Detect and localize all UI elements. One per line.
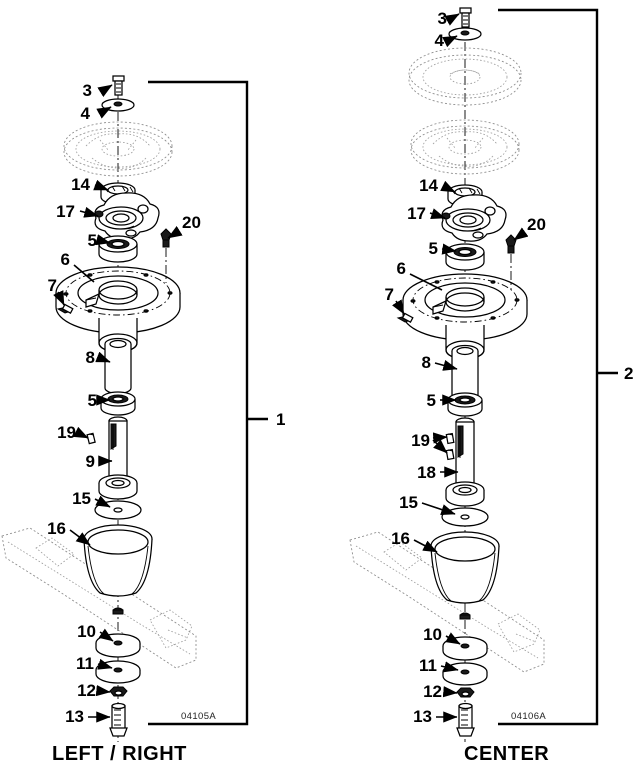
- callout-r7: 7: [385, 285, 394, 304]
- callout-15: 15: [72, 489, 91, 508]
- assembly-bracket-2: [498, 8, 618, 726]
- callout-11: 11: [76, 654, 94, 673]
- part-washer-left: [94, 500, 142, 520]
- part-lock-nut-center: [456, 687, 475, 698]
- part-ball-bearing-lower-center: [447, 392, 483, 417]
- part-set-screw-center: [396, 312, 414, 323]
- part-washer-center: [441, 507, 489, 527]
- assembly-bracket-1: [148, 80, 268, 726]
- callout-14: 14: [71, 175, 90, 194]
- callout-r11: 11: [419, 656, 437, 675]
- panel-title-left: LEFT / RIGHT: [52, 743, 187, 765]
- part-blade-cup-adapter-left: [83, 524, 153, 597]
- callout-5: 5: [88, 231, 97, 250]
- part-blade-bolt-center: [456, 702, 475, 737]
- part-spindle-shaft-left: [98, 416, 138, 500]
- callout-r12: 12: [423, 682, 442, 701]
- callout-6: 6: [61, 250, 70, 269]
- part-roll-pins-center: [445, 432, 455, 461]
- callout-9: 9: [86, 452, 95, 471]
- part-hex-bolt-center: [459, 7, 472, 28]
- panel-center: 3 4 14 17 20 5 6 7 8 5 19 18 15 16 10 11…: [349, 7, 633, 765]
- callout-5b: 5: [88, 391, 97, 410]
- part-roll-pin-left: [86, 432, 96, 445]
- callout-7: 7: [48, 276, 57, 295]
- part-blade-washer-center: [442, 636, 488, 661]
- callout-r3: 3: [438, 9, 447, 28]
- callout-r19: 19: [411, 431, 430, 450]
- part-small-nut-center: [459, 612, 471, 620]
- callout-r6: 6: [397, 259, 406, 278]
- callout-r8: 8: [422, 353, 431, 372]
- panel-left-right: 3 4 14 17 20 5 6 7 8 5 19 9 15 16 10 11 …: [1, 75, 285, 765]
- callout-8: 8: [86, 348, 95, 367]
- part-cup-washer-left: [95, 660, 141, 684]
- callout-r5: 5: [429, 239, 438, 258]
- part-cup-washer-center: [442, 662, 488, 686]
- part-ball-bearing-upper-left: [98, 235, 138, 263]
- callout-r20: 20: [527, 215, 546, 234]
- assembly-ref-1: 1: [276, 410, 285, 429]
- part-small-nut-left: [112, 607, 124, 615]
- callout-r10: 10: [423, 625, 442, 644]
- part-ball-bearing-lower-left: [100, 391, 136, 416]
- callout-r18: 18: [417, 463, 436, 482]
- callout-13: 13: [65, 707, 84, 726]
- panel-title-center: CENTER: [464, 743, 549, 765]
- drawing-code-left: 04105A: [181, 711, 216, 722]
- part-blade-cup-adapter-center: [430, 531, 500, 604]
- ghost-pulley-left: [63, 121, 173, 177]
- part-hex-bolt-left: [112, 75, 125, 96]
- callout-12: 12: [77, 681, 96, 700]
- callout-r15: 15: [399, 493, 418, 512]
- drawing-code-center: 04106A: [511, 711, 546, 722]
- callout-10: 10: [77, 622, 96, 641]
- assembly-ref-2: 2: [624, 364, 633, 383]
- callout-19: 19: [57, 423, 76, 442]
- callout-r4: 4: [435, 31, 445, 50]
- part-blade-bolt-left: [109, 702, 128, 737]
- part-bearing-housing-cap-center: [441, 194, 507, 242]
- part-spindle-housing-left: [55, 266, 181, 353]
- part-spacer-sleeve-center: [451, 344, 479, 402]
- callout-r17: 17: [407, 204, 426, 223]
- ghost-pulley-lower-center: [410, 119, 520, 175]
- part-set-screw-left: [56, 303, 74, 314]
- callout-4: 4: [81, 104, 91, 123]
- part-spacer-sleeve-left: [104, 337, 132, 395]
- part-spindle-housing-center: [402, 273, 528, 360]
- part-ball-bearing-upper-center: [445, 243, 485, 271]
- callout-r5b: 5: [427, 391, 436, 410]
- callout-r16: 16: [391, 529, 410, 548]
- part-blade-washer-left: [95, 633, 141, 658]
- callout-16: 16: [47, 519, 66, 538]
- callout-20: 20: [182, 213, 201, 232]
- callout-3: 3: [83, 81, 92, 100]
- callout-r14: 14: [419, 176, 438, 195]
- leader-lines-center: [392, 13, 529, 723]
- callout-r13: 13: [413, 707, 432, 726]
- leader-lines-left: [53, 84, 183, 723]
- part-lock-nut-left: [109, 686, 128, 697]
- ghost-pulley-upper-center: [408, 47, 522, 106]
- part-spindle-shaft-center: [445, 417, 485, 507]
- callout-17: 17: [56, 202, 75, 221]
